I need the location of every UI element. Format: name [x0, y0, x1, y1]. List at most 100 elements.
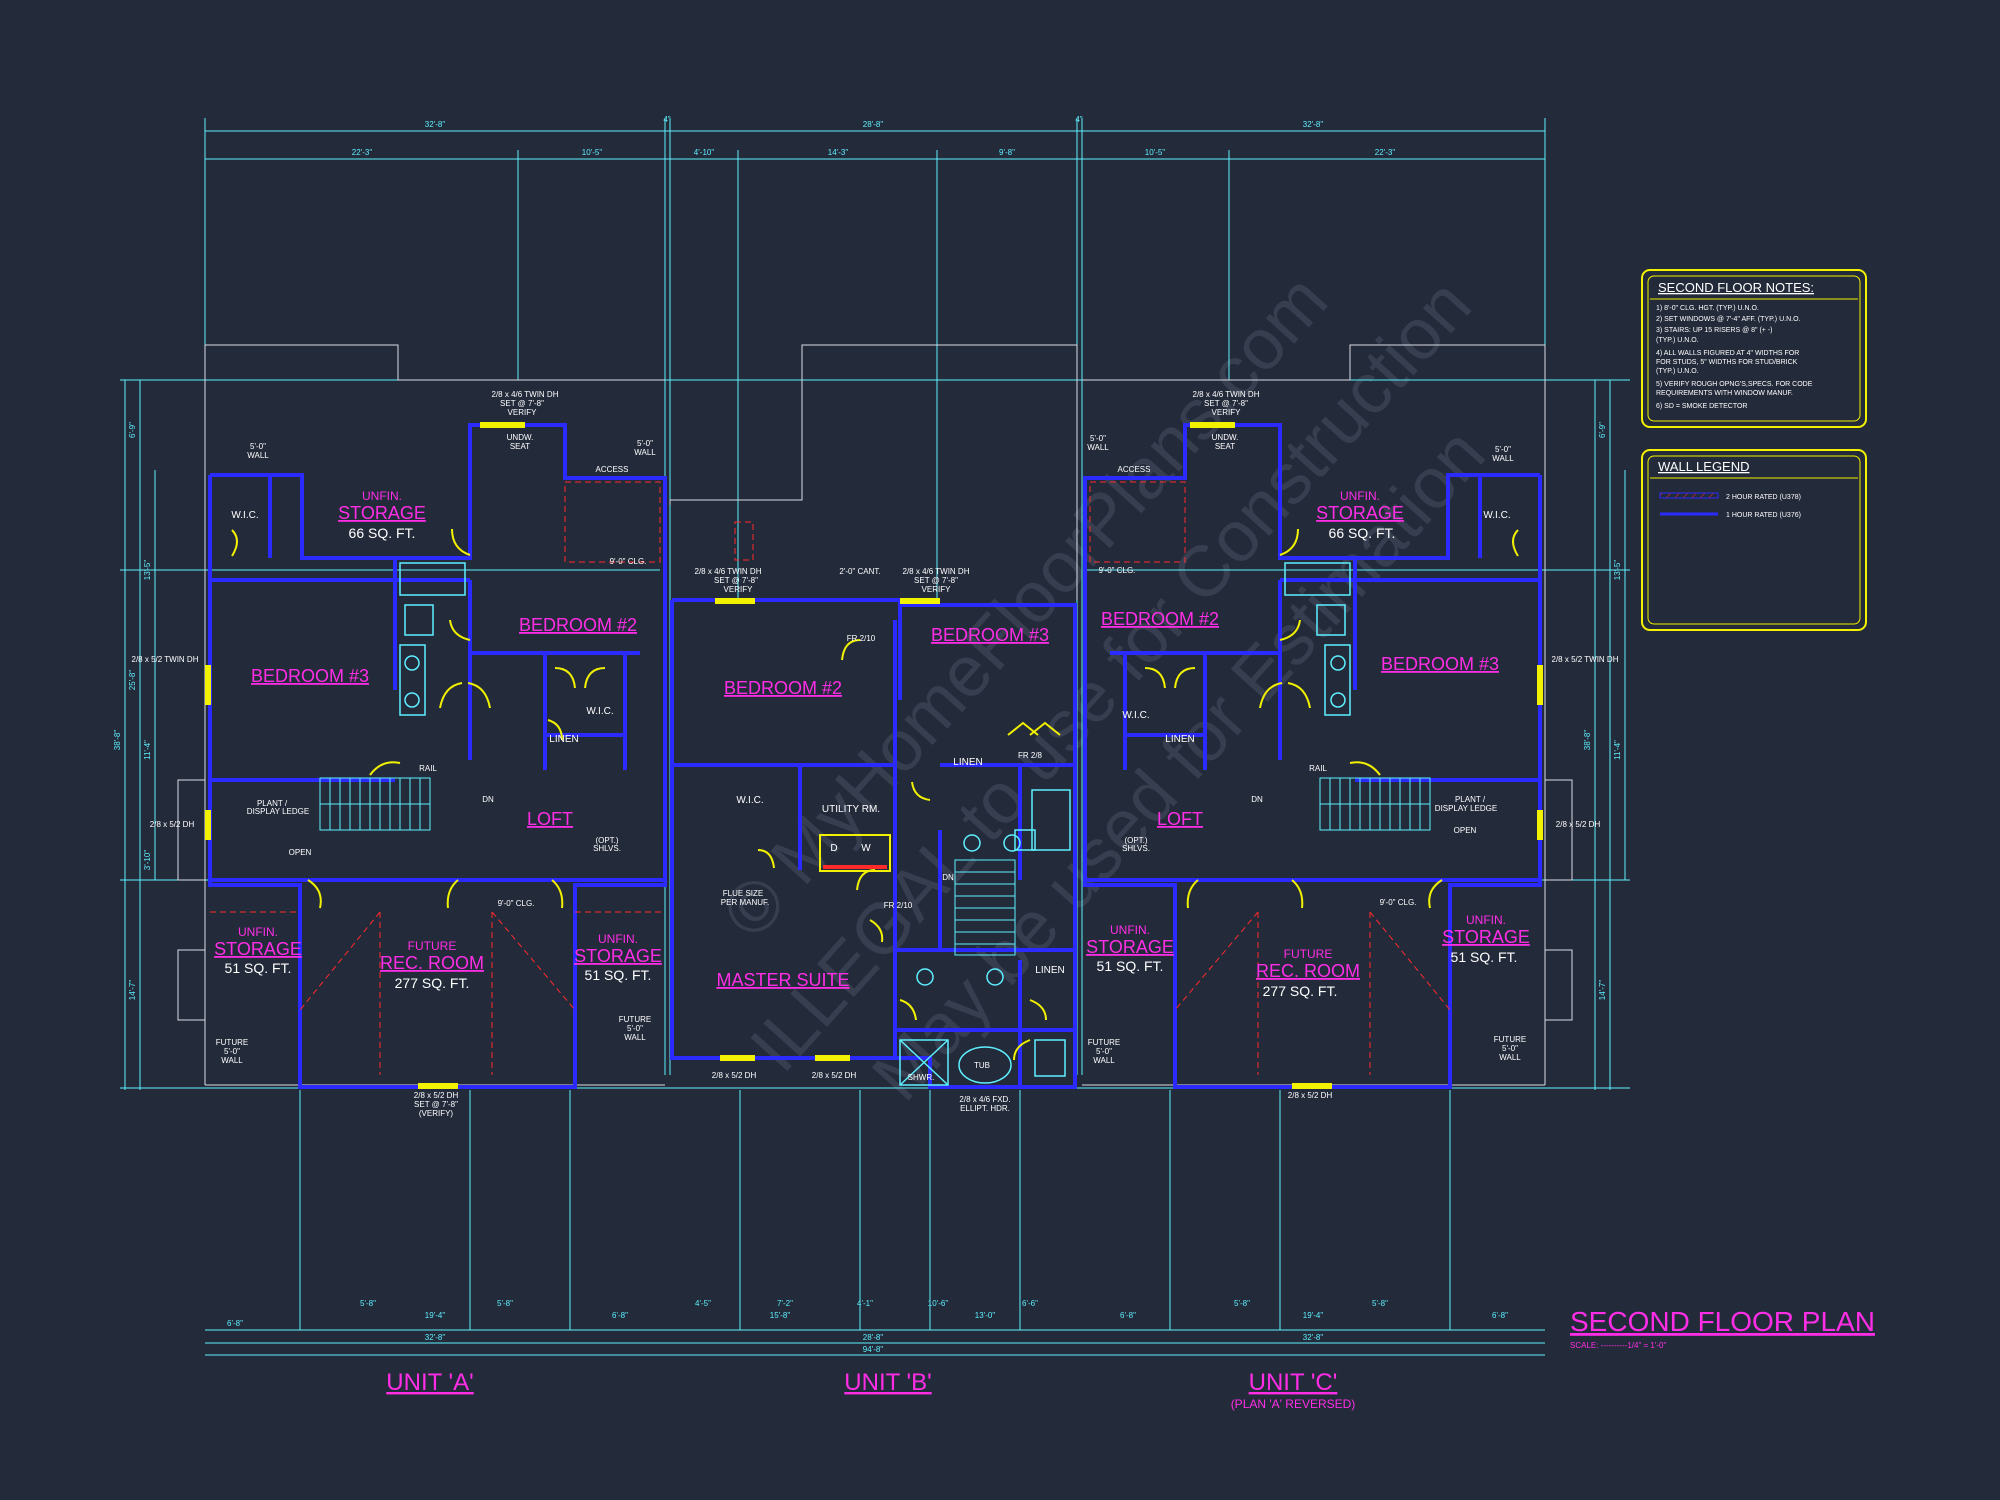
label-c-future-wall6: WALL	[1499, 1053, 1521, 1062]
room-a-area-rec: 277 SQ. FT.	[395, 975, 470, 991]
label-b-fr210b: FR 2/10	[884, 901, 913, 910]
dim-left-a: 25'-8"	[128, 670, 137, 691]
label-c-future-wall4: FUTURE	[1494, 1035, 1526, 1044]
label-b-window-ellipt: ELLIPT. HDR.	[960, 1104, 1010, 1113]
label-c-future-wall3: WALL	[1093, 1056, 1115, 1065]
dim-bot-a1: 6'-8"	[227, 1319, 243, 1328]
label-c-window-top: 2/8 x 4/6 TWIN DH	[1193, 390, 1260, 399]
plan-title: SECOND FLOOR PLAN	[1570, 1306, 1875, 1337]
window-a-left-bed	[205, 665, 211, 705]
c-bathtub	[1284, 562, 1351, 596]
dimension-labels: 32'-8" 28'-8" 32'-8" 4" 4" 22'-3" 10'-5"…	[113, 115, 1622, 1354]
label-b-window-bot1: 2/8 x 5/2 DH	[712, 1071, 757, 1080]
window-a-rec	[418, 1083, 458, 1089]
dim-top-gap1: 4"	[663, 115, 670, 124]
dim-bot-a5: 6'-8"	[612, 1311, 628, 1320]
room-c-storage3: STORAGE	[1442, 927, 1530, 947]
label-a-window-rec-set: SET @ 7'-8"	[414, 1100, 458, 1109]
b-tub	[958, 1046, 1012, 1084]
a-vanity	[399, 644, 426, 716]
room-c-area1: 66 SQ. FT.	[1329, 525, 1396, 541]
label-b-flue: FLUE SIZE	[723, 889, 763, 898]
dim-b1: 4'-10"	[694, 148, 715, 157]
room-a-unfin1: UNFIN.	[362, 489, 402, 503]
room-c-loft: LOFT	[1157, 809, 1203, 829]
label-a-opt: (OPT.)	[595, 836, 618, 845]
label-b-washer: W	[861, 843, 871, 854]
label-c-wall5b: 5'-0"	[1495, 445, 1511, 454]
dim-c2: 22'-3"	[1375, 148, 1396, 157]
room-c-rec: REC. ROOM	[1256, 961, 1360, 981]
c-toilet	[1316, 604, 1346, 636]
window-b-top2	[900, 598, 940, 604]
dim-left4: 14'-7"	[128, 980, 137, 1001]
notes-title: SECOND FLOOR NOTES:	[1658, 280, 1814, 295]
label-a-wall5: 5'-0"	[250, 442, 266, 451]
label-c-display: DISPLAY LEDGE	[1435, 804, 1497, 813]
note-6: 6) SD = SMOKE DETECTOR	[1656, 403, 1747, 410]
label-c-wic2: W.I.C.	[1122, 710, 1149, 721]
windows	[205, 422, 1543, 1089]
label-a-plant: PLANT /	[257, 799, 288, 808]
label-a-window-verify: VERIFY	[508, 408, 538, 417]
dim-bot-a4: 5'-8"	[497, 1299, 513, 1308]
label-a-access: ACCESS	[596, 465, 629, 474]
room-c-unfin2: UNFIN.	[1110, 923, 1150, 937]
wall-legend-box: WALL LEGEND 2 HOUR RATED (U378) 1 HOUR R…	[1641, 449, 1867, 631]
room-labels: BEDROOM #3 BEDROOM #2 LOFT UNFIN. STORAG…	[214, 489, 1530, 999]
dim-bot-b1: 4'-5"	[695, 1299, 711, 1308]
unit-a-label: UNIT 'A'	[386, 1369, 473, 1396]
room-c-bed2: BEDROOM #2	[1101, 609, 1219, 629]
dim-right4: 14'-7"	[1598, 980, 1607, 1001]
dim-a2: 10'-5"	[582, 148, 603, 157]
window-c-rec	[1292, 1083, 1332, 1089]
label-a-wic: W.I.C.	[231, 510, 258, 521]
legend-2hr-swatch	[1659, 492, 1719, 499]
room-a-unfin3: UNFIN.	[598, 932, 638, 946]
unit-titles: UNIT 'A' UNIT 'B' UNIT 'C' (PLAN 'A' REV…	[386, 1369, 1355, 1411]
room-b-bed2: BEDROOM #2	[724, 678, 842, 698]
label-b-cant: 2'-0" CANT.	[839, 567, 880, 576]
door-swings	[231, 528, 1519, 1061]
label-b-window2-set: SET @ 7'-8"	[914, 576, 958, 585]
dim-bot-c1: 6'-8"	[1120, 1311, 1136, 1320]
label-b-fr28: FR 2/8	[1018, 751, 1043, 760]
dim-right1: 6'-9"	[1598, 422, 1607, 438]
label-b-window2-verify: VERIFY	[922, 585, 952, 594]
label-b-linen: LINEN	[953, 757, 982, 768]
dim-bot-a3: 19'-4"	[425, 1311, 446, 1320]
room-a-storage2: STORAGE	[214, 939, 302, 959]
room-c-unfin1: UNFIN.	[1340, 489, 1380, 503]
window-b-bot2	[815, 1055, 850, 1061]
window-b-top1	[715, 598, 755, 604]
label-c-future-wall2: 5'-0"	[1096, 1047, 1112, 1056]
legend-title: WALL LEGEND	[1658, 459, 1750, 474]
label-a-future-wall2: 5'-0"	[224, 1047, 240, 1056]
dim-left1: 6'-9"	[128, 422, 137, 438]
room-a-bed3: BEDROOM #3	[251, 666, 369, 686]
dim-bot-b-mid1: 15'-8"	[770, 1311, 791, 1320]
drawing-title: SECOND FLOOR PLAN SCALE: ----------1/4" …	[1570, 1306, 1875, 1350]
dim-top-b: 28'-8"	[863, 120, 884, 129]
small-labels: W.I.C. W.I.C. LINEN RAIL OPEN PLANT / DI…	[132, 390, 1619, 1118]
label-c-window-verify: VERIFY	[1212, 408, 1242, 417]
label-a-window-rec: 2/8 x 5/2 DH	[414, 1091, 459, 1100]
room-a-storage3: STORAGE	[574, 946, 662, 966]
dim-bot-c2: 5'-8"	[1234, 1299, 1250, 1308]
label-a-wic2: W.I.C.	[586, 706, 613, 717]
room-a-future: FUTURE	[408, 939, 457, 953]
label-b-permanuf: PER MANUF.	[721, 898, 769, 907]
room-c-storage1: STORAGE	[1316, 503, 1404, 523]
label-a-future-wall6: WALL	[624, 1033, 646, 1042]
window-a-twin-top	[480, 422, 525, 428]
label-c-plant: PLANT /	[1455, 795, 1486, 804]
note-4c: (TYP.) U.N.O.	[1656, 368, 1699, 375]
room-a-area3: 51 SQ. FT.	[585, 967, 652, 983]
label-a-undw: UNDW.	[507, 433, 534, 442]
label-a-open: OPEN	[289, 848, 312, 857]
note-2: 2) SET WINDOWS @ 7'-4" AFF. (TYP.) U.N.O…	[1656, 316, 1801, 323]
room-c-area-rec: 277 SQ. FT.	[1263, 983, 1338, 999]
b-laundry-base	[823, 865, 887, 869]
window-b-bot1	[720, 1055, 755, 1061]
legend-1hr: 1 HOUR RATED (U376)	[1726, 512, 1801, 519]
